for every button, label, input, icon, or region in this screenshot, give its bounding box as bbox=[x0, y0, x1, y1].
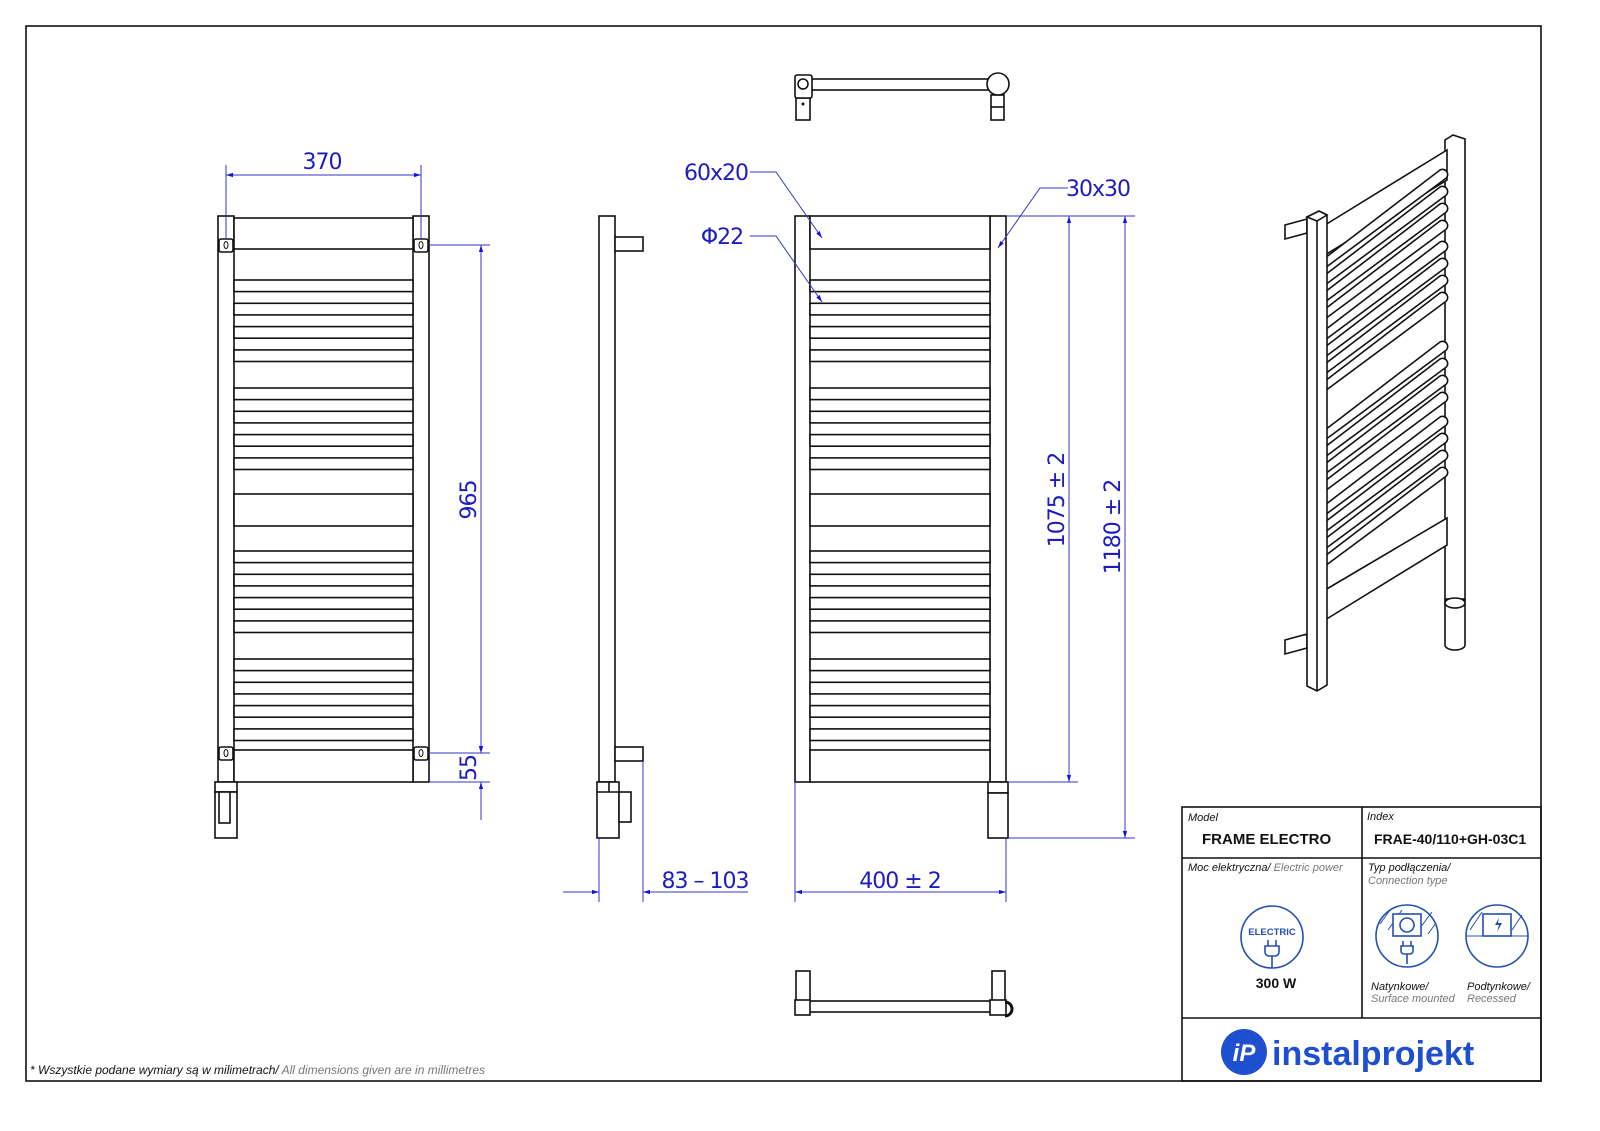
side-view bbox=[596, 215, 644, 839]
heating-tube bbox=[1324, 202, 1449, 303]
heating-tube bbox=[1324, 185, 1449, 286]
heating-element-icon bbox=[214, 781, 238, 839]
heating-tube bbox=[809, 704, 991, 718]
heating-tube bbox=[1324, 219, 1449, 320]
heating-tube bbox=[1324, 415, 1449, 516]
surface-mounted-label-en: Surface mounted bbox=[1371, 993, 1456, 1005]
drawing-border bbox=[25, 25, 1542, 1082]
heating-tube bbox=[809, 302, 991, 316]
bottom-crossbar bbox=[233, 749, 414, 783]
dimension-labels: 370 965 55 83 – 103 400 ± 2 1075 ± 2 118… bbox=[303, 150, 1132, 894]
heating-tube bbox=[809, 620, 991, 634]
front-view bbox=[794, 215, 1009, 839]
heating-tube bbox=[233, 302, 414, 316]
surface-mounted-socket-icon bbox=[1375, 904, 1439, 968]
top-view bbox=[794, 72, 1010, 121]
top-crossbar bbox=[233, 217, 414, 250]
dim-wall-distance: 83 – 103 bbox=[662, 869, 749, 894]
power-value: 300 W bbox=[1256, 975, 1297, 991]
svg-text:iP: iP bbox=[1233, 1040, 1257, 1067]
heating-tube bbox=[233, 387, 414, 401]
heating-tube bbox=[1324, 374, 1449, 475]
dim-965: 965 bbox=[457, 481, 482, 520]
heating-tube bbox=[1324, 340, 1449, 441]
connection-label-pl: Typ podłączenia/ bbox=[1368, 862, 1451, 874]
heating-tube bbox=[233, 596, 414, 610]
heating-tube bbox=[809, 550, 991, 564]
heating-tube bbox=[809, 658, 991, 672]
heating-tube bbox=[809, 279, 991, 293]
electric-badge-text: ELECTRIC bbox=[1248, 927, 1296, 938]
surface-mounted-label-pl: Natynkowe/ bbox=[1371, 981, 1429, 993]
title-block: Model FRAME ELECTRO Index FRAE-40/110+GH… bbox=[1181, 806, 1542, 1082]
heating-tube bbox=[233, 410, 414, 424]
dim-total-height: 1180 ± 2 bbox=[1101, 480, 1126, 574]
label-crossbar-profile: 60x20 bbox=[684, 161, 748, 186]
dim-frame-height: 1075 ± 2 bbox=[1045, 453, 1070, 547]
recessed-label-pl: Podtynkowe/ bbox=[1467, 981, 1531, 993]
heating-tube bbox=[1324, 257, 1449, 358]
power-label: Moc elektryczna/ Electric power bbox=[1188, 862, 1344, 874]
heating-tube bbox=[809, 681, 991, 695]
heating-tube bbox=[1324, 466, 1449, 567]
right-column bbox=[412, 215, 430, 783]
model-value: FRAME ELECTRO bbox=[1202, 831, 1331, 848]
heating-tube bbox=[809, 457, 991, 471]
isometric-view bbox=[1284, 134, 1466, 692]
heating-tube bbox=[809, 387, 991, 401]
label-tube-diameter: Φ22 bbox=[701, 225, 743, 250]
heating-tube bbox=[233, 550, 414, 564]
heating-tube bbox=[233, 457, 414, 471]
middle-flat-bar bbox=[233, 493, 414, 527]
recessed-label-en: Recessed bbox=[1467, 993, 1517, 1005]
dimension-lines bbox=[225, 165, 1135, 902]
model-label: Model bbox=[1188, 812, 1219, 824]
heating-tube bbox=[1324, 168, 1449, 269]
heating-tube bbox=[233, 433, 414, 448]
heating-tube bbox=[1324, 391, 1449, 492]
wall-holder-icon bbox=[218, 238, 429, 761]
index-label: Index bbox=[1367, 811, 1394, 823]
heating-tube bbox=[1324, 449, 1449, 550]
heating-tube bbox=[809, 410, 991, 424]
heating-tube bbox=[1324, 274, 1449, 375]
heating-tube bbox=[809, 573, 991, 587]
brand-logo: iP instalprojekt bbox=[1221, 1029, 1474, 1075]
heating-tube bbox=[233, 728, 414, 742]
heating-tube bbox=[809, 433, 991, 448]
heating-tube bbox=[809, 349, 991, 363]
rear-view bbox=[214, 215, 430, 839]
heating-tube bbox=[233, 620, 414, 634]
label-column-profile: 30x30 bbox=[1066, 177, 1130, 202]
heating-tube bbox=[809, 728, 991, 742]
recessed-socket-icon bbox=[1465, 904, 1529, 968]
brand-name: instalprojekt bbox=[1272, 1035, 1474, 1073]
heating-tube bbox=[809, 325, 991, 340]
heating-tube bbox=[233, 658, 414, 672]
dim-55: 55 bbox=[457, 755, 482, 781]
dim-total-width: 400 ± 2 bbox=[859, 869, 940, 894]
heating-tube bbox=[233, 349, 414, 363]
heating-tube bbox=[233, 704, 414, 718]
footnote: * Wszystkie podane wymiary są w milimetr… bbox=[30, 1063, 485, 1077]
heating-tube bbox=[233, 573, 414, 587]
index-value: FRAE-40/110+GH-03C1 bbox=[1374, 831, 1526, 847]
bottom-view bbox=[794, 970, 1014, 1018]
electric-plug-icon: ELECTRIC bbox=[1240, 905, 1304, 969]
heating-tube bbox=[1324, 357, 1449, 458]
dim-370: 370 bbox=[303, 150, 342, 175]
left-column bbox=[217, 215, 235, 783]
heating-tube bbox=[233, 279, 414, 293]
heating-tube bbox=[233, 681, 414, 695]
heating-tube bbox=[809, 596, 991, 610]
heating-tube bbox=[233, 325, 414, 340]
heating-tube bbox=[1324, 240, 1449, 341]
heating-tube bbox=[1324, 291, 1449, 392]
heating-tube bbox=[1324, 432, 1449, 533]
connection-label-en: Connection type bbox=[1368, 875, 1448, 887]
